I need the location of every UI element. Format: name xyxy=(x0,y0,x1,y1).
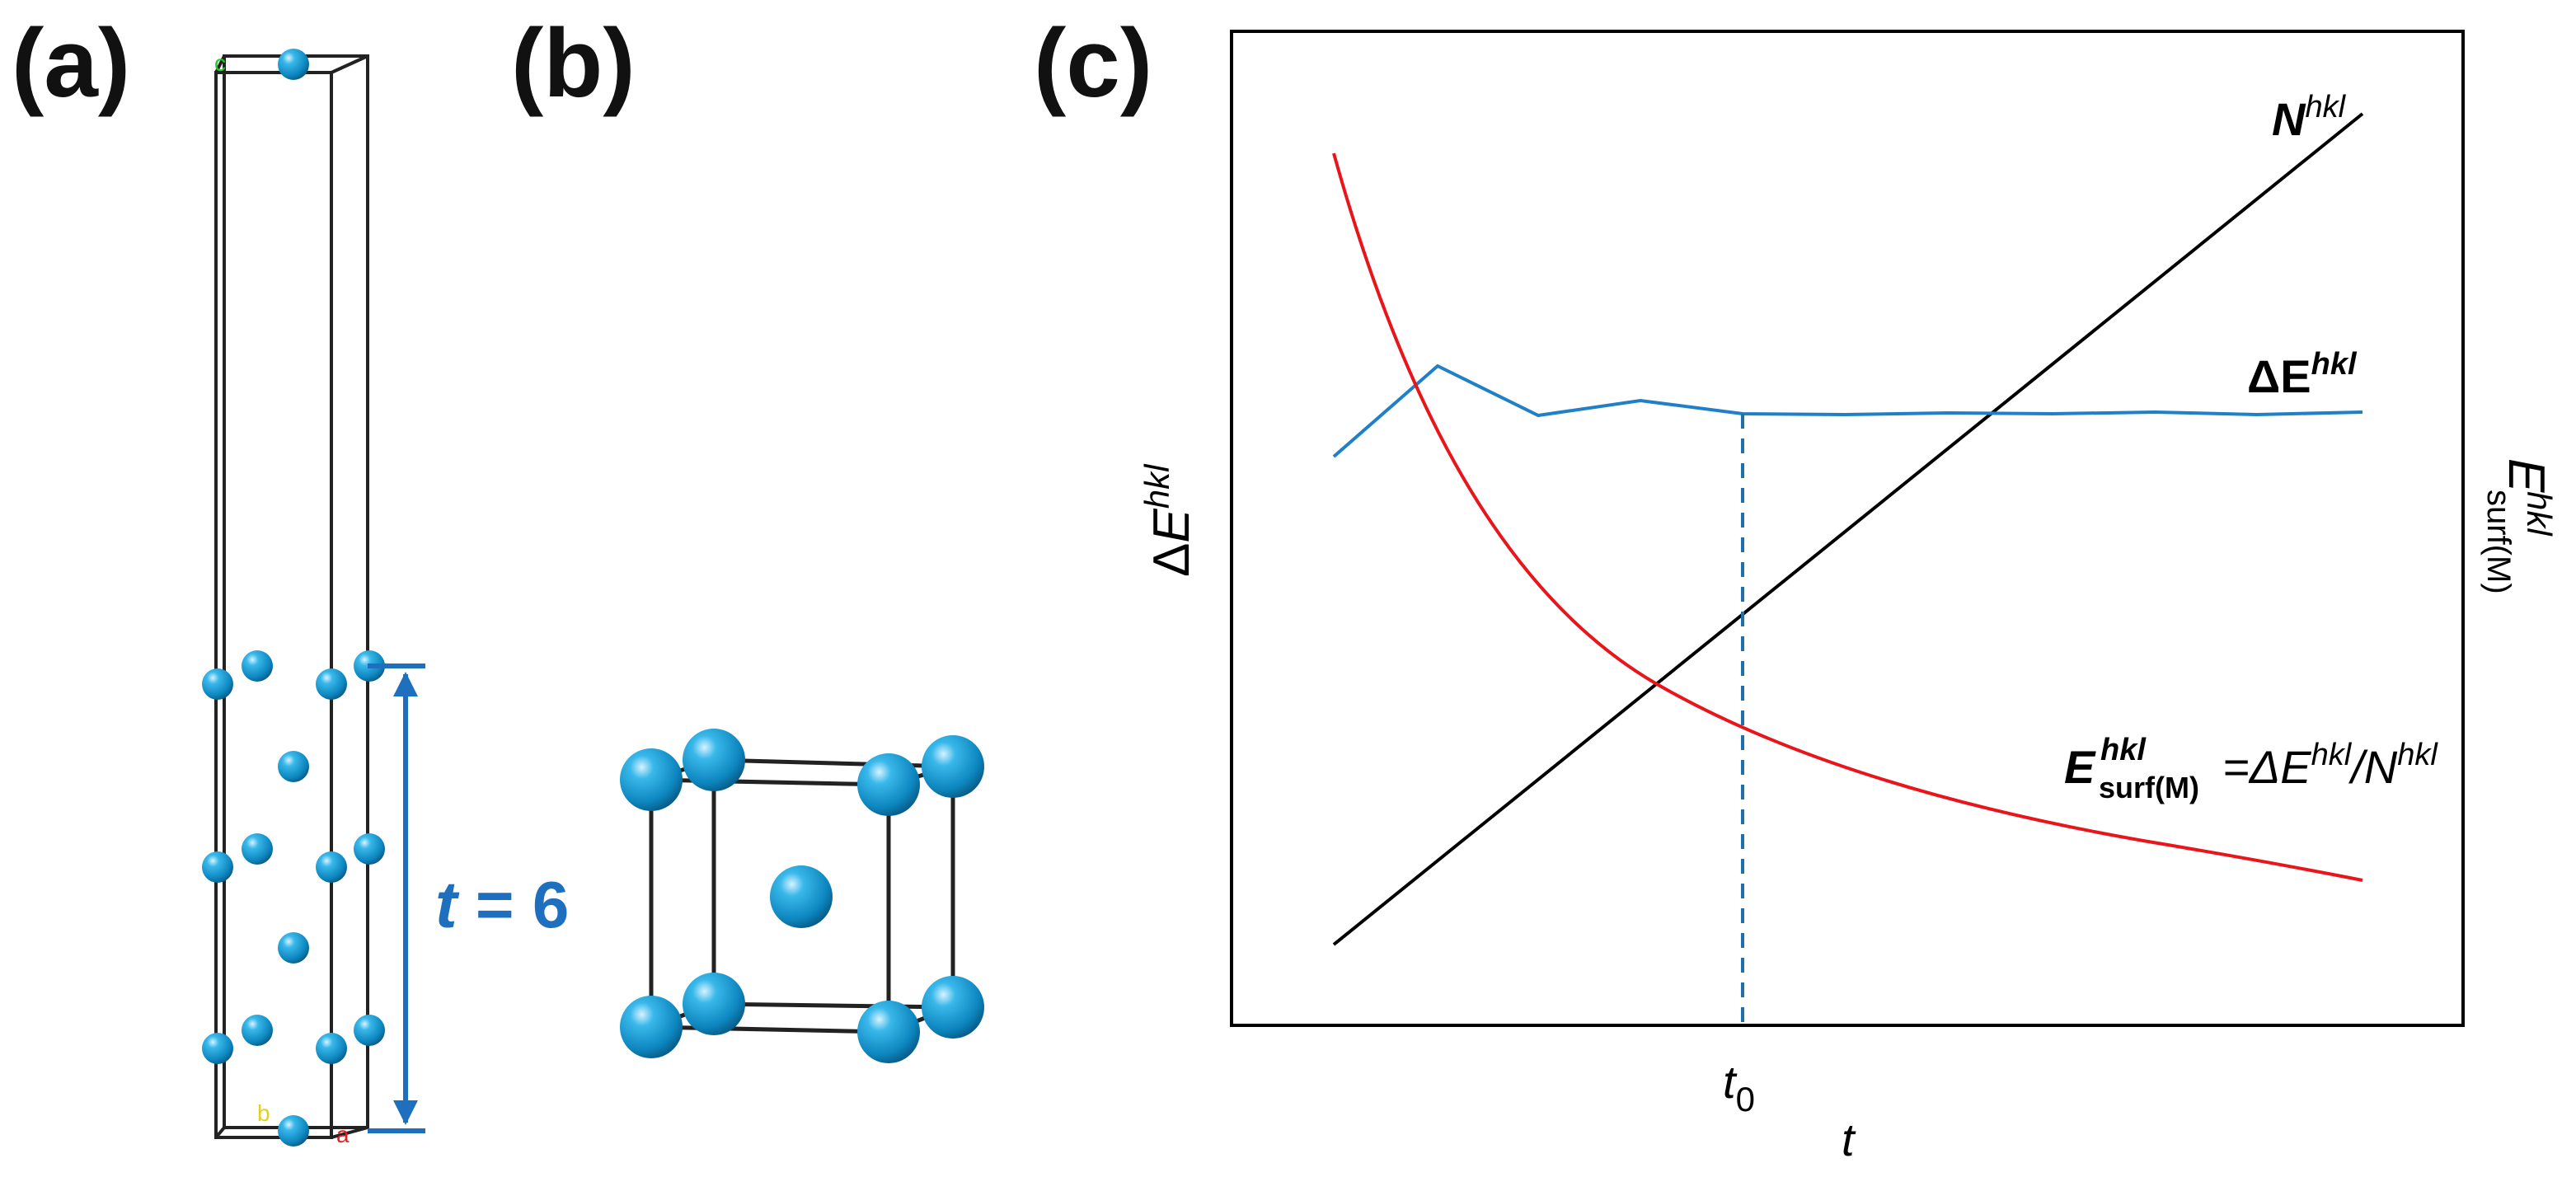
y-axis-label-right: E hkl surf(M) xyxy=(2480,458,2559,594)
atom xyxy=(857,1001,920,1063)
panel-label-c: (c) xyxy=(1034,9,1153,118)
atom xyxy=(278,49,309,80)
atom xyxy=(278,751,309,782)
label-deltaE-sup: hkl xyxy=(2311,347,2358,382)
label-Esurf-sup3: hkl xyxy=(2397,738,2438,772)
x-tick-t0: t0 xyxy=(1723,1056,1755,1118)
atom xyxy=(316,851,347,883)
thickness-symbol: t xyxy=(435,868,460,941)
x-axis-label: t xyxy=(1842,1114,1856,1165)
atom xyxy=(242,1015,273,1046)
atom xyxy=(922,735,984,798)
panel-label-b: (b) xyxy=(511,9,636,118)
slab-atoms xyxy=(202,49,385,1147)
atom-center xyxy=(770,865,833,928)
atom xyxy=(354,833,385,865)
label-Esurf-formula: =ΔEhkl/Nhkl xyxy=(2222,738,2438,793)
label-deltaE: ΔEhkl xyxy=(2247,347,2358,402)
label-Esurf-sub: surf(M) xyxy=(2099,771,2199,804)
y-right-sup: hkl xyxy=(2520,491,2559,537)
label-N-base: N xyxy=(2272,93,2306,145)
axis-letter-c: c xyxy=(214,50,226,76)
label-Esurf-rest1: =ΔE xyxy=(2222,741,2311,793)
atom xyxy=(857,753,920,816)
atom xyxy=(278,932,309,964)
atom xyxy=(316,668,347,700)
y-axis-label-left: ΔEhkl xyxy=(1138,463,1200,577)
y-left-E: E xyxy=(1143,509,1200,543)
atom xyxy=(922,976,984,1039)
label-Esurf-sup2: hkl xyxy=(2311,738,2353,772)
label-Esurf-E: E xyxy=(2064,741,2096,793)
atom xyxy=(242,650,273,682)
atom xyxy=(278,1115,309,1147)
series-deltaE-line xyxy=(1332,363,2363,458)
label-Esurf: E hkl surf(M) =ΔEhkl/Nhkl xyxy=(2064,733,2438,804)
atom xyxy=(202,851,233,883)
label-deltaE-base: ΔE xyxy=(2247,350,2311,402)
atom xyxy=(316,1033,347,1064)
axis-letter-a: a xyxy=(336,1122,350,1147)
slab-unit-cell xyxy=(214,54,369,1139)
label-Esurf-rest2: /N xyxy=(2348,741,2398,793)
thickness-label: t = 6 xyxy=(435,868,569,941)
x-tick-t0-sub: 0 xyxy=(1736,1080,1755,1118)
atom xyxy=(354,1015,385,1046)
y-right-E: E xyxy=(2498,458,2555,493)
label-N: Nhkl xyxy=(2272,90,2347,145)
y-left-sup: hkl xyxy=(1138,463,1176,509)
y-left-delta: Δ xyxy=(1143,543,1200,577)
atom xyxy=(202,668,233,700)
label-N-sup: hkl xyxy=(2305,90,2346,124)
plot-frame xyxy=(1230,30,2465,1027)
bcc-atoms xyxy=(620,729,984,1063)
atom xyxy=(620,996,683,1058)
atom xyxy=(683,973,745,1035)
atom xyxy=(242,833,273,865)
label-Esurf-sup: hkl xyxy=(2100,733,2147,767)
atom xyxy=(202,1033,233,1064)
atom xyxy=(620,748,683,811)
series-N-line xyxy=(1332,112,2364,946)
panel-label-a: (a) xyxy=(12,9,131,118)
x-tick-t0-t: t xyxy=(1723,1056,1738,1108)
atom xyxy=(683,729,745,791)
series-Esurf-curve xyxy=(1332,152,2363,882)
y-right-sub: surf(M) xyxy=(2480,490,2517,594)
axis-letter-b: b xyxy=(257,1100,270,1126)
thickness-value: = 6 xyxy=(457,868,570,941)
thickness-indicator xyxy=(368,664,425,1133)
